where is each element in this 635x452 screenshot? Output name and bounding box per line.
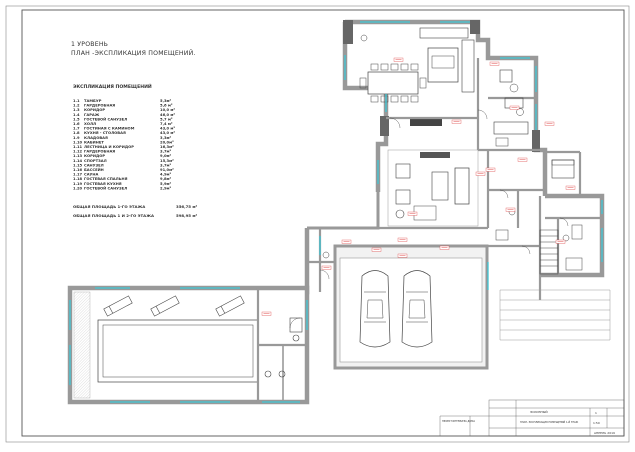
schedule-row-area: 3,7м²: [160, 150, 172, 154]
schedule-row-number: 1.9: [73, 136, 80, 140]
lounger-2-icon: [150, 295, 180, 317]
schedule-row-number: 1.10: [73, 140, 83, 144]
kitchen-island-icon: [360, 27, 475, 93]
schedule-row-name: ТАМБУР: [84, 99, 102, 103]
schedule-title: ЭКСПЛИКАЦИЯ ПОМЕЩЕНИЙ: [73, 82, 152, 90]
living-room-furniture: [387, 149, 479, 227]
schedule-row-number: 1.12: [73, 150, 83, 154]
schedule-row-name: ГОСТЕВОЙ САНУЗЕЛ: [84, 185, 127, 190]
schedule-row-number: 1.17: [73, 173, 83, 177]
schedule-row-area: 10,0 м²: [160, 108, 175, 112]
title-sheet-name: ПЛАН- ЭКСПЛИКАЦИЯ ПОМЕЩЕНИЙ 1-Й ЭТАЖ: [520, 421, 579, 424]
schedule-row-name: ГАРАЖ: [84, 113, 100, 117]
schedule-row-name: КОРИДОР: [84, 108, 105, 112]
total-area-1-value: 356,75 м²: [176, 204, 198, 209]
schedule-row-area: 9,8м²: [160, 177, 172, 181]
schedule-row-number: 1.20: [73, 186, 83, 190]
total-area-2-value: 598,95 м²: [176, 213, 198, 218]
schedule-row-number: 1.2: [73, 104, 80, 108]
schedule-row-area: 46,0 м²: [160, 113, 175, 117]
pool-wing: [67, 285, 310, 405]
doors: [289, 109, 569, 329]
total-area-2-label: ОБЩАЯ ПЛОЩАДЬ 1 И 2-ГО ЭТАЖА: [73, 213, 154, 218]
title-project: ПРОЕКТ ИНТЕРЬЕРА ДОМА: [442, 420, 475, 423]
schedule-row-area: 3,7м²: [160, 163, 172, 167]
terrace-outline: [499, 289, 611, 341]
schedule-row-area: 43,0 м²: [160, 127, 175, 131]
sheet-outer-border: [5, 5, 630, 443]
schedule-row-name: САУНА: [84, 173, 98, 177]
schedule-row-name: СПОРТЗАЛ: [84, 159, 107, 163]
title-block: [439, 399, 625, 437]
schedule-row-number: 1.6: [73, 122, 80, 126]
car-1-icon: [359, 270, 391, 348]
schedule-row-area: 9,0м²: [160, 154, 172, 158]
schedule-row-number: 1.3: [73, 108, 80, 112]
schedule-row-area: 5,3м²: [160, 99, 172, 103]
sheet-inner-border: [21, 9, 625, 437]
schedule-row-name: САНУЗЕЛ: [84, 163, 104, 167]
room-tags: [261, 57, 576, 316]
schedule-row-name: КАБИНЕТ: [84, 140, 104, 144]
title-sheet-no: 1: [595, 411, 597, 415]
garage: [333, 244, 489, 370]
schedule-row-area: 20,0м²: [160, 140, 174, 144]
schedule-row-name: ГАРДЕРОБНАЯ: [84, 150, 115, 154]
schedule-row-number: 1.15: [73, 163, 83, 167]
schedule-row-number: 1.8: [73, 131, 80, 135]
schedule-row-area: 5,6 м²: [160, 104, 173, 108]
lounger-3-icon: [215, 295, 245, 317]
heading-plan: ПЛАН -ЭКСПЛИКАЦИЯ ПОМЕЩЕНИЙ.: [71, 48, 196, 57]
schedule-row-number: 1.1: [73, 99, 80, 103]
car-2-icon: [401, 270, 433, 348]
schedule-row-number: 1.7: [73, 127, 80, 131]
guest-suite-fixtures: [322, 159, 583, 271]
schedule-row-number: 1.4: [73, 113, 80, 117]
schedule-row-number: 1.19: [73, 182, 83, 186]
schedule-row-area: 7,4 м²: [160, 122, 173, 126]
schedule-row-name: КОРИДОР: [84, 154, 105, 158]
schedule-row-name: ГОСТЕВАЯ КУХНЯ: [84, 182, 122, 186]
total-area-1-label: ОБЩАЯ ПЛОЩАДЬ 1-ГО ЭТАЖА: [73, 204, 145, 209]
title-scale: 1:50: [593, 421, 600, 425]
schedule-row-number: 1.14: [73, 159, 83, 163]
schedule-row-name: ГОСТЕВАЯ СПАЛЬНЯ: [84, 177, 128, 181]
schedule-row-area: 16,3м²: [160, 145, 174, 149]
schedule-row-area: 91,0м²: [160, 168, 174, 172]
schedule-row-name: ХОЛЛ: [84, 122, 96, 126]
schedule-row-name: БАССЕЙН: [84, 167, 104, 172]
heading-level: 1 УРОВЕНЬ: [71, 41, 108, 48]
schedule-row-number: 1.16: [73, 168, 83, 172]
schedule-row-name: КУХНЯ - СТОЛОВАЯ: [84, 131, 126, 135]
schedule-row-area: 15,3м²: [160, 159, 174, 163]
windows: [69, 21, 603, 403]
floor-plan: [67, 19, 611, 405]
schedule-row-name: ГАРДЕРОБНАЯ: [84, 104, 115, 108]
schedule-row-area: 43,0 м²: [160, 131, 175, 135]
schedule-row-name: ЛЕСТНИЦА И КОРИДОР: [84, 145, 134, 149]
schedule-row-name: ГОСТИНАЯ С КАМИНОМ: [84, 127, 135, 131]
schedule-row-name: КЛАДОВАЯ: [84, 136, 108, 140]
schedule-row-number: 1.13: [73, 154, 83, 158]
schedule-row-number: 1.18: [73, 177, 83, 181]
schedule-row-number: 1.5: [73, 117, 80, 121]
title-stage: ЭСКИЗНЫЙ: [530, 409, 548, 414]
schedule-row-area: 4,9м²: [160, 173, 172, 177]
schedule-row-area: 5,9м²: [160, 182, 172, 186]
dining-table-icon: [359, 63, 427, 103]
schedule-row-area: 2,9м²: [160, 186, 172, 190]
schedule-row-number: 1.11: [73, 145, 83, 149]
schedule-row-name: ГОСТЕВОЙ САНУЗЕЛ: [84, 116, 127, 121]
schedule-row-area: 5,7 м²: [160, 117, 173, 121]
title-date: АПРЕЛЬ 2019: [594, 431, 615, 435]
lounger-1-icon: [103, 295, 133, 317]
schedule-row-area: 3,3м²: [160, 136, 172, 140]
staircase-icon: [539, 229, 559, 275]
